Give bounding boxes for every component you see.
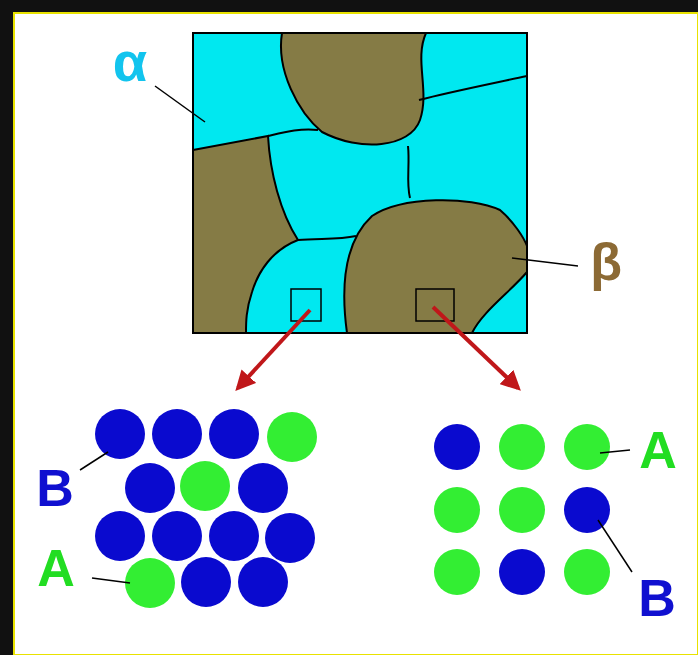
alpha-atoms — [95, 409, 317, 608]
atom-label: A — [639, 424, 677, 476]
atom-b — [238, 463, 288, 513]
atom-b — [434, 424, 480, 470]
grain-boundaries — [268, 76, 527, 240]
atom-b — [499, 549, 545, 595]
atom-label: A — [37, 542, 75, 594]
leader-lines — [80, 86, 632, 583]
atom-b — [95, 409, 145, 459]
alpha-phase — [193, 33, 527, 333]
zoom-arrow — [433, 307, 518, 388]
zoom-box — [416, 289, 454, 321]
leader-line — [92, 578, 130, 583]
square-outline — [193, 33, 527, 333]
atom-a — [499, 424, 545, 470]
beta-grain — [193, 136, 298, 333]
atom-b — [95, 511, 145, 561]
atom-b — [238, 557, 288, 607]
phase-label: β — [590, 236, 622, 288]
panel-ground — [14, 13, 698, 655]
leader-line — [80, 452, 108, 470]
beta-grain — [281, 33, 426, 145]
beta-atoms — [434, 424, 610, 595]
grain-boundary — [419, 76, 527, 100]
atom-a — [434, 487, 480, 533]
atom-a — [125, 558, 175, 608]
phase-square — [193, 33, 527, 333]
atom-a — [564, 424, 610, 470]
grain-boundary — [268, 129, 318, 136]
phase-label: α — [113, 34, 147, 90]
leader-line — [600, 450, 630, 453]
beta-grain — [344, 200, 527, 333]
atom-a — [434, 549, 480, 595]
atom-a — [499, 487, 545, 533]
atom-b — [209, 511, 259, 561]
atom-label: B — [638, 572, 676, 624]
leader-line — [155, 86, 205, 122]
atom-label: B — [36, 462, 74, 514]
atom-b — [181, 557, 231, 607]
grain-boundary — [298, 236, 356, 240]
zoom-arrow — [238, 310, 310, 388]
atom-a — [267, 412, 317, 462]
atom-a — [564, 549, 610, 595]
leader-line — [512, 258, 578, 266]
atom-b — [125, 463, 175, 513]
atom-b — [265, 513, 315, 563]
atom-b — [152, 409, 202, 459]
grain-boundary — [408, 146, 410, 198]
atom-a — [180, 461, 230, 511]
atom-b — [152, 511, 202, 561]
atom-b — [564, 487, 610, 533]
atom-b — [209, 409, 259, 459]
leader-line — [598, 520, 632, 572]
